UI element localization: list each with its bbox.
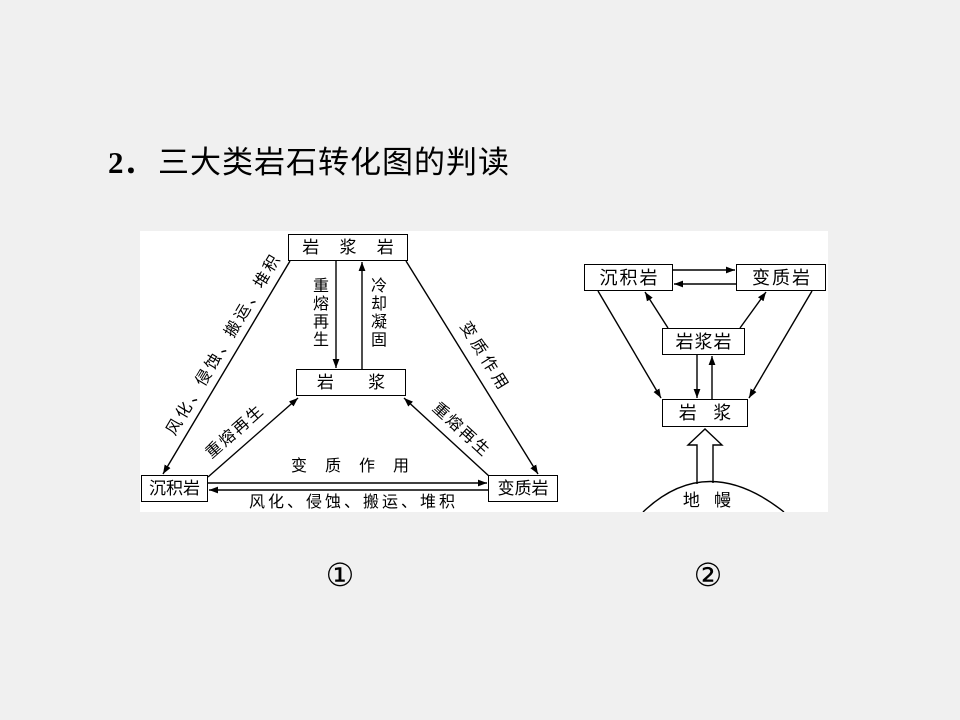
d1-arrow-sedimentary-rock-to-magma [207, 397, 299, 478]
figure-connectors [162, 260, 813, 512]
caption-diagram-2: ② [693, 556, 723, 594]
d1-box-metamorphic-rock: 变质岩 [488, 475, 558, 502]
title-number: 2． [108, 145, 155, 180]
d1-arrow-metamorphic-rock-to-magma [403, 397, 491, 478]
d2-mantle-arc [642, 480, 785, 512]
d2-box-magma-label: 岩 浆 [678, 403, 738, 423]
d1-label-weathering-bottom: 风化、侵蚀、搬运、堆积 [248, 494, 458, 511]
d1-box-metamorphic-rock-label: 变质岩 [497, 478, 549, 498]
d1-box-magmatic-rock-label: 岩 浆 岩 [302, 237, 402, 257]
d1-label-metamorphism-bottom: 变 质 作 用 [290, 458, 416, 475]
d2-box-magmatic-rock-label: 岩浆岩 [675, 331, 733, 352]
d2-box-sedimentary-rock: 沉积岩 [584, 264, 673, 291]
d1-box-sedimentary-rock: 沉积岩 [141, 475, 208, 502]
d2-box-magma: 岩 浆 [662, 399, 748, 427]
caption-diagram-1: ① [325, 556, 355, 594]
d2-box-sedimentary-rock-label: 沉积岩 [599, 267, 660, 288]
d2-arrow-magmatic-rock-to-metamorphic-rock [739, 291, 767, 329]
d1-box-magma-label: 岩 浆 [316, 372, 401, 392]
slide-title: 2． 三大类岩石转化图的判读 [108, 145, 528, 181]
d1-box-sedimentary-rock-label: 沉积岩 [149, 478, 200, 498]
d1-arrow-magmatic-rock-to-sedimentary-rock [162, 260, 291, 475]
d2-arrow-magmatic-rock-to-sedimentary-rock [644, 291, 669, 329]
d2-arrow-sedimentary-rock-to-magma [597, 290, 662, 399]
d2-box-metamorphic-rock: 变质岩 [736, 264, 826, 291]
d2-hollow-arrow-mantle-to-magma [686, 428, 724, 484]
d2-box-metamorphic-rock-label: 变质岩 [752, 267, 812, 288]
rock-cycle-figure: 岩 浆 岩 岩 浆 沉积岩 变质岩 重熔再生 冷却凝固 风化、侵蚀、搬运、堆积 … [140, 231, 828, 512]
title-text: 三大类岩石转化图的判读 [158, 145, 510, 180]
d2-box-magmatic-rock: 岩浆岩 [662, 328, 745, 355]
d1-label-remelt-down: 重熔再生 [310, 277, 327, 349]
d1-box-magmatic-rock: 岩 浆 岩 [288, 234, 408, 261]
d2-label-mantle: 地 幔 [682, 491, 737, 510]
d1-label-cooling-up: 冷却凝固 [368, 277, 385, 349]
d1-box-magma: 岩 浆 [296, 369, 406, 396]
d2-arrow-metamorphic-rock-to-magma [748, 290, 813, 399]
d1-arrow-magmatic-rock-to-metamorphic-rock [405, 260, 539, 475]
